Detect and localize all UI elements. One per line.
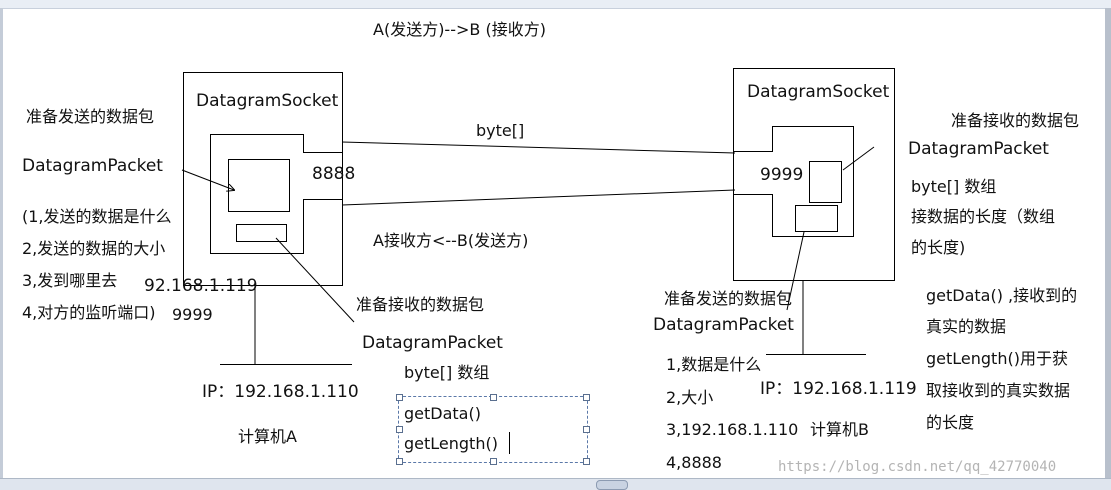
port-b: 9999 xyxy=(760,165,804,185)
method-note-4: 取接收到的真实数据 xyxy=(926,381,1071,400)
recv-desc-3: 的长度) xyxy=(911,238,966,257)
text-caret xyxy=(509,432,510,454)
method-getdata-a[interactable]: getData() xyxy=(404,404,481,423)
computer-a-label: 计算机A xyxy=(238,427,297,446)
method-getlength-a[interactable]: getLength() xyxy=(404,434,498,453)
bottom-scrollbar[interactable] xyxy=(0,478,1111,490)
method-note-1: getData() ,接收到的 xyxy=(926,286,1078,305)
recv-desc-1: byte[] 数组 xyxy=(911,177,997,196)
method-note-5: 的长度 xyxy=(926,413,975,432)
socket-a-label: DatagramSocket xyxy=(196,91,339,111)
recv-packet-class-b: DatagramPacket xyxy=(908,139,1049,159)
text-selection-box[interactable] xyxy=(396,394,590,465)
send-packet-class-b: DatagramPacket xyxy=(653,315,794,335)
target-port-a: 9999 xyxy=(172,305,213,324)
send-packet-title-b: 准备发送的数据包 xyxy=(664,289,793,308)
recv-packet-class-a: DatagramPacket xyxy=(362,333,503,353)
send-item-1: (1,发送的数据是什么 xyxy=(22,207,172,226)
recv-array-a: byte[] 数组 xyxy=(404,363,490,382)
socket-a-box xyxy=(183,72,343,286)
recv-packet-title-a: 准备接收的数据包 xyxy=(356,295,485,314)
resize-handle[interactable] xyxy=(490,458,497,465)
window-top-bar xyxy=(0,0,1111,9)
port-a: 8888 xyxy=(312,164,356,184)
method-note-2: 真实的数据 xyxy=(926,317,1007,336)
title-a-to-b: A(发送方)-->B (接收方) xyxy=(373,20,546,39)
resize-handle[interactable] xyxy=(490,394,497,401)
send-packet-box-b xyxy=(795,205,838,232)
send-packet-class-a: DatagramPacket xyxy=(22,156,163,176)
recv-desc-2: 接数据的长度（数组 xyxy=(911,207,1056,226)
socket-b-box xyxy=(733,68,895,281)
recv-packet-box-a xyxy=(236,224,287,242)
resize-handle[interactable] xyxy=(583,426,590,433)
channel-label: byte[] xyxy=(476,121,525,140)
method-note-3: getLength()用于获 xyxy=(926,349,1068,368)
socket-b-inner xyxy=(772,126,854,237)
resize-handle[interactable] xyxy=(396,426,403,433)
send-packet-box-a xyxy=(228,159,290,212)
ip-a: IP：192.168.1.110 xyxy=(202,382,359,402)
send-item-2: 2,发送的数据的大小 xyxy=(22,239,166,258)
resize-handle[interactable] xyxy=(396,394,403,401)
computer-b-label: 计算机B xyxy=(810,420,869,439)
recv-packet-box-b xyxy=(809,161,842,203)
right-scrollbar[interactable] xyxy=(1105,8,1111,478)
resize-handle[interactable] xyxy=(396,458,403,465)
send-packet-title-a: 准备发送的数据包 xyxy=(26,107,155,126)
send-item-4: 4,对方的监听端口) xyxy=(22,303,156,322)
target-ip-a: 92.168.1.119 xyxy=(144,276,258,296)
resize-handle[interactable] xyxy=(583,458,590,465)
ip-b: IP：192.168.1.119 xyxy=(760,379,917,399)
send-item-3: 3,发到哪里去 xyxy=(22,271,118,290)
send-item-b-3: 3,192.168.1.110 xyxy=(666,420,799,439)
left-border xyxy=(0,8,3,478)
send-item-b-2: 2,大小 xyxy=(666,388,714,407)
socket-a-inner xyxy=(210,134,304,254)
send-item-b-1: 1,数据是什么 xyxy=(666,355,762,374)
recv-packet-title-b: 准备接收的数据包 xyxy=(951,111,1080,130)
send-item-b-4: 4,8888 xyxy=(666,453,722,472)
watermark: https://blog.csdn.net/qq_42770040 xyxy=(778,459,1057,475)
socket-b-label: DatagramSocket xyxy=(747,82,890,102)
title-a-from-b: A接收方<--B(发送方) xyxy=(373,231,529,250)
resize-handle[interactable] xyxy=(583,394,590,401)
